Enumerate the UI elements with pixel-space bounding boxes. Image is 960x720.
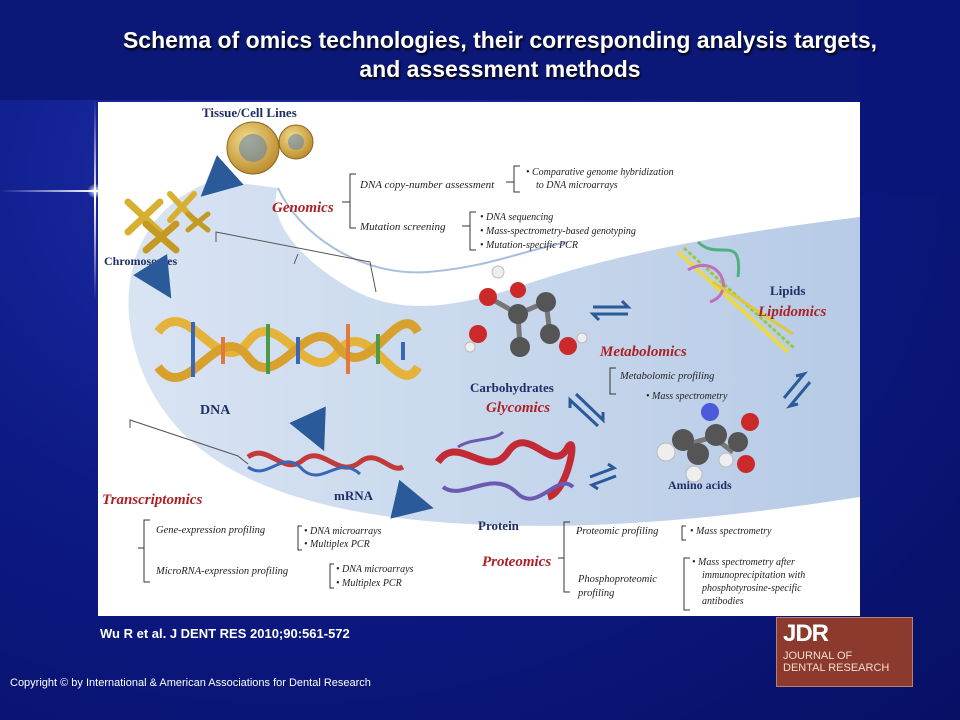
flow-arrow-icon: [390, 479, 434, 519]
equilibrium-arrow-icon: [568, 392, 605, 428]
chromosomes-label: Chromosomes: [104, 254, 177, 268]
genomics-m3: • Mutation-specific PCR: [480, 240, 578, 251]
transcriptomics-g2: • Multiplex PCR: [304, 539, 370, 550]
genomics-m2: • Mass-spectrometry-based genotyping: [480, 226, 636, 237]
proteomics-p3: phosphotyrosine-specific: [701, 583, 802, 594]
title-line-2: and assessment methods: [359, 56, 641, 82]
protein-ribbon-icon: [435, 430, 576, 501]
lipids-label: Lipids: [770, 283, 805, 298]
genomics-span-bracket: [215, 231, 377, 293]
proteomics-bracket: [558, 521, 570, 593]
header-band: [0, 0, 960, 100]
dna-helix-icon: [154, 317, 422, 382]
phospho-bracket: [683, 557, 690, 611]
proteomics-p1: • Mass spectrometry after: [692, 557, 795, 568]
metabolomics-label: Metabolomics: [599, 344, 687, 360]
equilibrium-arrow-icon: [782, 371, 812, 409]
proteomics-p4: antibodies: [702, 596, 744, 607]
citation: Wu R et al. J DENT RES 2010;90:561-572: [100, 626, 350, 641]
amino-acids-label: Amino acids: [668, 478, 732, 492]
transcriptomics-label: Transcriptomics: [102, 492, 202, 508]
equilibrium-arrow-icon: [589, 299, 632, 322]
genomics-copy-number: DNA copy-number assessment: [359, 179, 495, 191]
proteomics-p2: immunoprecipitation with: [702, 570, 805, 581]
copy-number-bracket: [506, 165, 520, 193]
glycomics-label: Glycomics: [486, 400, 550, 416]
proteomics-phospho-line1: Phosphoproteomic: [577, 574, 657, 585]
decorative-band: [860, 0, 960, 195]
jdr-logo: JDR JOURNAL OF DENTAL RESEARCH: [776, 617, 913, 687]
metabolomics-ms: • Mass spectrometry: [646, 391, 728, 402]
mrna-strand-icon: [246, 450, 405, 477]
slide-title: Schema of omics technologies, their corr…: [40, 26, 960, 84]
transcriptomics-span-bracket: [129, 419, 249, 465]
mrna-label: mRNA: [334, 488, 374, 503]
genomics-cgh-line2: to DNA microarrays: [536, 180, 618, 191]
jdr-logo-name: JOURNAL OF DENTAL RESEARCH: [783, 650, 909, 674]
genomics-label: Genomics: [272, 200, 334, 216]
title-line-1: Schema of omics technologies, their corr…: [122, 27, 878, 53]
lipidomics-label: Lipidomics: [757, 304, 826, 320]
dna-label: DNA: [200, 403, 231, 418]
flow-arrow-icon: [289, 406, 326, 452]
transcriptomics-mirna: MicroRNA-expression profiling: [155, 566, 288, 577]
glucose-molecule-icon: [464, 265, 588, 357]
transcriptomics-g1: • DNA microarrays: [304, 526, 382, 537]
proteomics-phospho-line2: profiling: [577, 588, 614, 599]
proteomics-label: Proteomics: [482, 554, 551, 570]
flow-arrow-icon: [200, 155, 244, 197]
amino-acid-molecule-icon: [656, 403, 759, 483]
protein-label: Protein: [478, 518, 520, 533]
jdr-logo-name-line1: JOURNAL OF: [783, 650, 853, 662]
jdr-logo-mark: JDR: [783, 620, 829, 647]
metabolomics-bracket: [609, 367, 616, 395]
transcriptomics-bracket: [138, 519, 150, 583]
lipid-chain-icon: [676, 240, 796, 354]
genomics-bracket: [342, 173, 356, 229]
carbohydrates-label: Carbohydrates: [470, 380, 554, 395]
metabolomics-profiling: Metabolomic profiling: [619, 371, 714, 382]
chromosome-icon: [124, 191, 211, 254]
gene-expr-bracket: [297, 525, 302, 551]
transcriptomics-r2: • Multiplex PCR: [336, 578, 402, 589]
proteomics-ms: • Mass spectrometry: [690, 526, 772, 537]
proteomics-profiling: Proteomic profiling: [575, 526, 658, 537]
jdr-logo-name-line2: DENTAL RESEARCH: [783, 662, 890, 674]
omics-schema-figure: Tissue/Cell Lines Chromosomes DNA: [98, 102, 860, 616]
band-edge: [277, 187, 569, 274]
transcriptomics-gene-expr: Gene-expression profiling: [156, 525, 265, 536]
genomics-cgh-line1: • Comparative genome hybridization: [526, 167, 674, 178]
proteomic-profiling-bracket: [681, 525, 686, 541]
genomics-mutation: Mutation screening: [359, 221, 446, 233]
mirna-bracket: [329, 563, 334, 589]
equilibrium-arrow-icon: [588, 462, 618, 491]
mutation-bracket: [462, 211, 476, 251]
transcriptomics-r1: • DNA microarrays: [336, 564, 414, 575]
tissue-label: Tissue/Cell Lines: [202, 105, 297, 120]
copyright-notice: Copyright © by International & American …: [10, 677, 371, 689]
flow-arrow-icon: [133, 253, 172, 299]
genomics-m1: • DNA sequencing: [480, 212, 553, 223]
light-flare-vertical: [94, 100, 96, 300]
